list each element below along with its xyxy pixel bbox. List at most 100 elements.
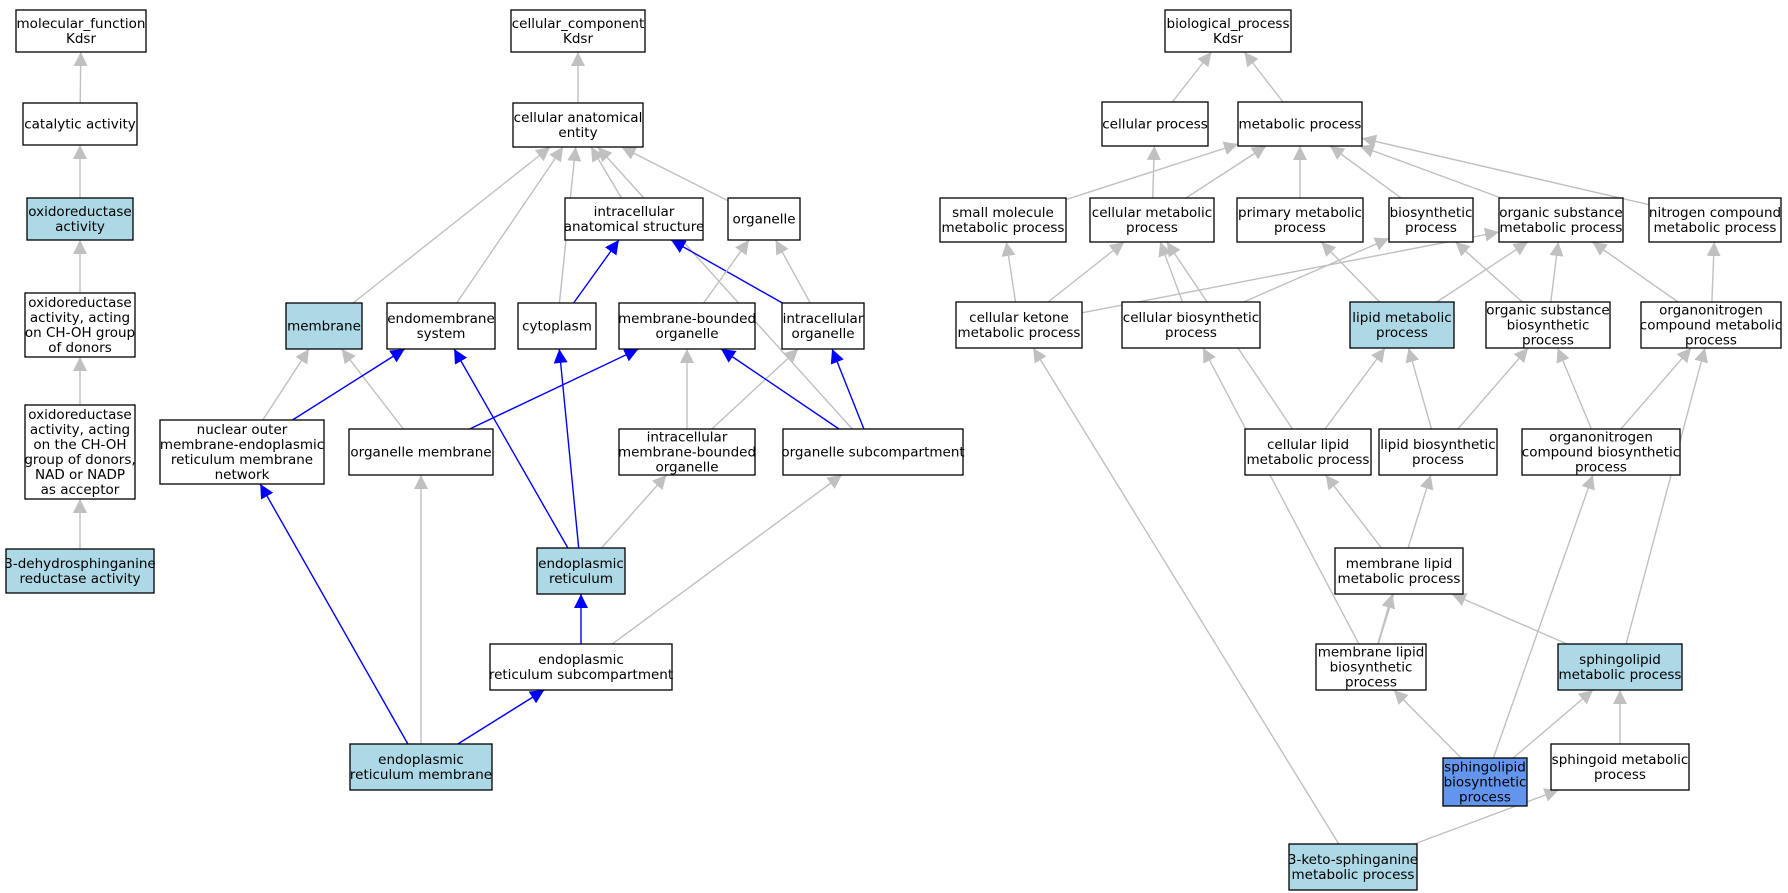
node-label-line: process [1412,452,1464,468]
node-metabolic[interactable]: metabolic process [1237,101,1363,147]
edge-er_membrane-to-er_subcomp [457,689,545,745]
node-box [1557,643,1683,691]
node-label-line: metabolic process [958,325,1081,341]
node-label-line: metabolic process [942,220,1065,236]
edge-er_subcomp-to-org_subcomp [611,474,843,645]
node-box [512,102,644,148]
node-label-line: biosynthetic [1507,318,1590,334]
node-box [24,404,136,500]
node-label-line: process [1405,220,1457,236]
node-label-line: process [1522,333,1574,349]
node-org-membrane[interactable]: organelle membrane [348,428,494,476]
node-label-line: metabolic process [1247,452,1370,468]
node-label-line: reticulum [549,571,613,587]
node-label-line: process [1459,790,1511,806]
node-label-line: 3-keto-sphinganine [1288,852,1418,868]
node-cytoplasm[interactable]: cytoplasm [517,302,597,350]
edge-org_subcomp-to-cae [597,146,853,430]
node-org-subcomp[interactable]: organelle subcompartment [781,428,965,476]
edge-metabolic-to-bp_root [1243,51,1284,103]
node-box [1378,428,1498,476]
node-box [1334,547,1464,595]
node-membrane[interactable]: membrane [285,302,363,350]
edge-io-to-organelle [774,239,811,304]
node-label-line: catalytic activity [24,117,136,133]
node-box [618,302,756,350]
node-label-line: intracellular [783,311,864,327]
node-box [781,302,865,350]
node-label-line: membrane lipid [1346,556,1453,572]
node-cell-process[interactable]: cellular process [1101,101,1209,147]
node-label-line: endoplasmic [538,556,624,572]
node-label-line: reticulum membrane [350,767,492,783]
node-organelle[interactable]: organelle [727,197,801,241]
node-box [1288,843,1418,891]
edge-cell_metab-to-metabolic [1185,145,1267,199]
node-label-line: membrane-bounded [618,311,756,327]
node-catalytic[interactable]: catalytic activity [22,102,138,146]
node-label-line: primary metabolic [1238,205,1362,221]
node-box [727,197,801,241]
node-label-line: NAD or NADP [35,467,125,483]
node-label-line: activity [55,219,105,235]
node-label-line: oxidoreductase [28,295,131,311]
edge-sphingolipid_metab-to-mem_lipid_metab [1451,593,1568,645]
edge-keto_sphinganine-to-ketone [1032,347,1340,845]
edge-lipid_metab-to-primary_metab [1320,241,1381,303]
edge-er-to-cytoplasm [553,348,580,549]
node-box [1164,9,1292,53]
node-label-line: process [1376,325,1428,341]
edge-nitrogen-to-metabolic [1361,134,1650,206]
node-label-line: cellular biosynthetic [1123,310,1259,326]
edge-lipid_biosyn-to-org_sub_biosyn [1457,347,1529,430]
edge-imbo-to-io [711,348,799,430]
node-label-line: biological_process [1167,16,1290,32]
node-box [1121,301,1261,349]
edge-lipid_biosyn-to-lipid_metab [1405,347,1433,430]
node-box [24,292,136,358]
edge-cytoplasm-to-ias [573,239,620,304]
node-box [1498,197,1624,243]
node-label-line: organonitrogen [1659,303,1763,319]
node-label-line: endoplasmic [378,752,464,768]
edge-organonitrogen_biosyn-to-organonitrogen [1620,347,1692,430]
node-nuclear-outer[interactable]: nuclear outermembrane-endoplasmicreticul… [159,419,325,485]
node-label-line: endomembrane [387,311,495,327]
